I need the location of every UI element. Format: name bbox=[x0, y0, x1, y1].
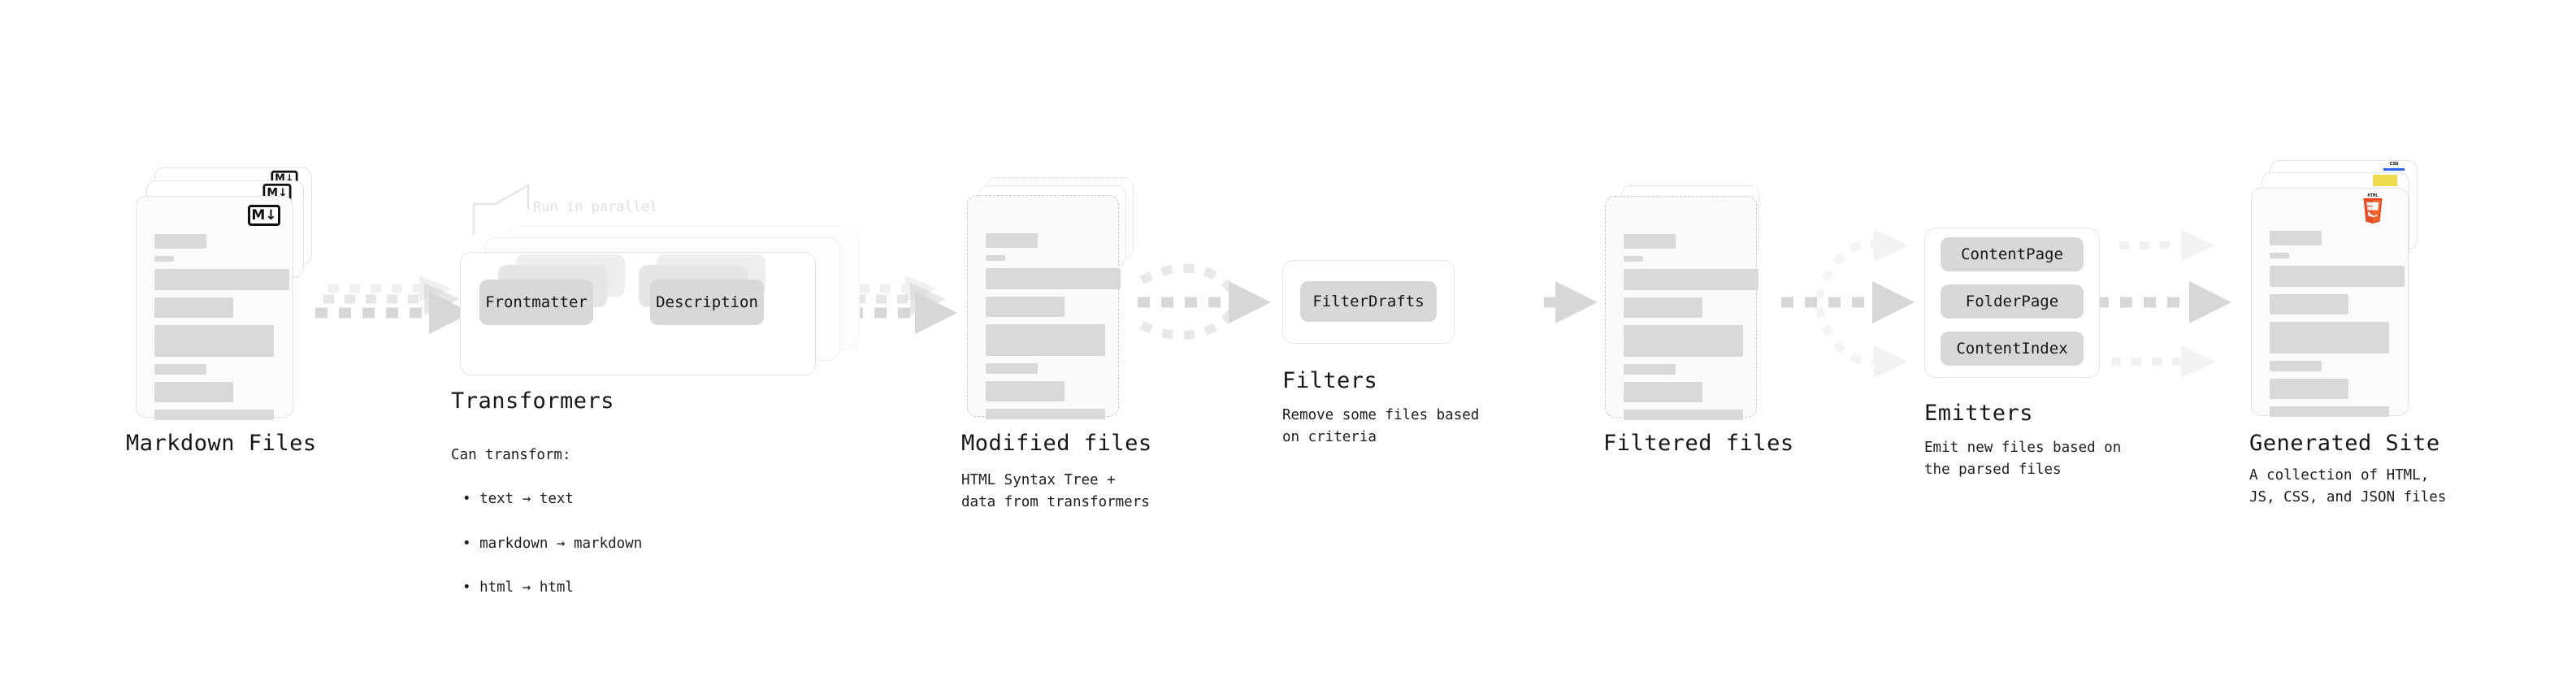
js-icon bbox=[2373, 175, 2397, 186]
content-line bbox=[154, 256, 174, 262]
arrow-modified-to-filters bbox=[1138, 263, 1271, 340]
generated-site-desc: A collection of HTML, JS, CSS, and JSON … bbox=[2249, 467, 2447, 506]
filters-title: Filters bbox=[1282, 368, 1378, 393]
content-line bbox=[986, 324, 1105, 356]
content-line bbox=[2270, 253, 2289, 258]
modified-file-front bbox=[967, 195, 1121, 419]
emitter-chip-contentindex[interactable]: ContentIndex bbox=[1941, 332, 2084, 366]
filtered-files-title: Filtered files bbox=[1603, 431, 1794, 456]
transformer-chip-description[interactable]: Description bbox=[650, 280, 764, 325]
emitters-desc: Emit new files based on the parsed files bbox=[1924, 440, 2122, 479]
content-line bbox=[2270, 361, 2322, 371]
markdown-files-title: Markdown Files bbox=[126, 431, 317, 456]
content-line bbox=[2270, 406, 2389, 417]
content-line bbox=[154, 382, 233, 402]
content-line bbox=[986, 255, 1005, 261]
markdown-file-content bbox=[154, 234, 289, 427]
content-line bbox=[1624, 256, 1643, 262]
content-line bbox=[986, 297, 1065, 317]
arrow-markdown-to-transformers bbox=[315, 275, 471, 334]
content-line bbox=[1624, 325, 1743, 357]
content-line bbox=[2270, 231, 2322, 245]
transformers-desc-line: Can transform: bbox=[451, 447, 571, 464]
content-line bbox=[1624, 234, 1676, 249]
content-line bbox=[154, 234, 206, 249]
markdown-icon: M↓ bbox=[248, 205, 280, 226]
html5-icon: HTML bbox=[2363, 193, 2383, 224]
modified-files-desc: HTML Syntax Tree + data from transformer… bbox=[961, 472, 1150, 511]
content-line bbox=[154, 297, 233, 318]
content-line bbox=[986, 381, 1065, 401]
filtered-file-front bbox=[1605, 196, 1759, 420]
arrow-emitters-to-site bbox=[2097, 229, 2231, 378]
content-line bbox=[154, 325, 274, 357]
filters-desc: Remove some files based on criteria bbox=[1282, 407, 1480, 446]
content-line bbox=[2270, 266, 2405, 287]
content-line bbox=[986, 268, 1121, 289]
arrow-filters-to-filtered bbox=[1544, 281, 1598, 323]
content-line bbox=[154, 269, 289, 290]
css-icon: CSS bbox=[2383, 162, 2405, 173]
filtered-file-content bbox=[1624, 234, 1759, 427]
content-line bbox=[154, 410, 274, 420]
content-line bbox=[1624, 364, 1676, 375]
transformers-desc-line: • markdown → markdown bbox=[462, 535, 643, 552]
run-in-parallel-label: Run in parallel bbox=[533, 199, 658, 215]
arrow-filtered-to-emitters bbox=[1781, 229, 1915, 378]
markdown-file-front bbox=[136, 196, 293, 420]
transformers-desc-line: • html → html bbox=[462, 579, 574, 596]
transformers-title: Transformers bbox=[451, 388, 615, 414]
content-line bbox=[2270, 379, 2348, 399]
transformers-desc-line: • text → text bbox=[462, 491, 574, 508]
content-line bbox=[2270, 322, 2389, 354]
content-line bbox=[1624, 297, 1702, 318]
content-line bbox=[1624, 382, 1702, 402]
emitter-chip-folderpage[interactable]: FolderPage bbox=[1941, 284, 2084, 319]
content-line bbox=[1624, 269, 1759, 290]
content-line bbox=[2270, 294, 2348, 314]
generated-file-html bbox=[2251, 188, 2409, 417]
svg-text:HTML: HTML bbox=[2368, 193, 2379, 198]
content-line bbox=[986, 233, 1038, 248]
content-line bbox=[986, 363, 1038, 374]
transformers-desc: Can transform: • text → text • markdown … bbox=[451, 423, 695, 621]
modified-file-content bbox=[986, 233, 1121, 427]
emitter-chip-contentpage[interactable]: ContentPage bbox=[1941, 237, 2084, 271]
filter-chip-filterdrafts[interactable]: FilterDrafts bbox=[1300, 281, 1437, 322]
content-line bbox=[986, 409, 1105, 419]
transformer-chip-frontmatter[interactable]: Frontmatter bbox=[479, 280, 593, 325]
modified-files-title: Modified files bbox=[961, 431, 1152, 456]
content-line bbox=[1624, 410, 1743, 420]
content-line bbox=[154, 364, 206, 375]
generated-file-content bbox=[2270, 231, 2405, 424]
generated-site-title: Generated Site bbox=[2249, 431, 2440, 456]
emitters-title: Emitters bbox=[1924, 401, 2034, 426]
